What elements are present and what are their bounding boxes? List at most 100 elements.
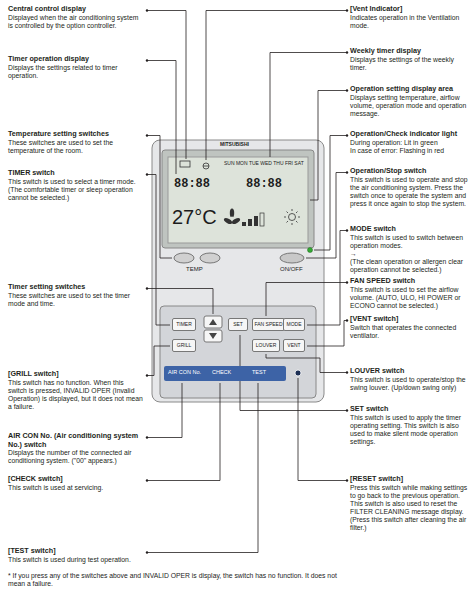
- button-label: FAN SPEED: [254, 322, 282, 327]
- callout-text: This switch has no function. When this s…: [8, 379, 144, 412]
- callout-heading: Central control display: [8, 5, 144, 14]
- leader-line: [147, 61, 176, 175]
- callout-heading: Timer operation display: [8, 55, 144, 64]
- callout-text: Indicates operation in the Ventilation m…: [350, 14, 470, 30]
- callout-text: These switches are used to set the timer…: [8, 292, 144, 308]
- callout: [TEST switch]This switch is used during …: [8, 547, 144, 564]
- callout: [Vent Indicator]Indicates operation in t…: [350, 5, 470, 30]
- callout: [VENT switch]Switch that operates the co…: [350, 315, 470, 340]
- callout-heading: [TEST switch]: [8, 547, 144, 556]
- timer-arrow-buttons: [204, 316, 222, 342]
- callout-heading: Operation/Stop switch: [350, 167, 470, 176]
- leader-dot: [346, 171, 348, 173]
- temp-up-button: [200, 253, 220, 263]
- leader-line: [147, 383, 182, 438]
- callout-text: (The clean operation or allergen clear o…: [350, 258, 470, 274]
- button-label: VENT: [287, 343, 300, 348]
- callout: [RESET switch]Press this switch while ma…: [350, 475, 470, 533]
- leader-dot: [346, 229, 348, 231]
- callout-heading: TIMER switch: [8, 169, 144, 178]
- timer-digits: 88:88: [246, 178, 282, 191]
- callout-text: This switch is used to select a timer mo…: [8, 178, 144, 202]
- button-panel: [160, 306, 316, 398]
- leader-dot: [346, 409, 348, 411]
- leader-dot: [346, 9, 348, 11]
- callout: MODE switchThis switch is used to switch…: [350, 225, 470, 274]
- callout-heading: FAN SPEED switch: [350, 277, 470, 286]
- callout-text: Switch that operates the connected venti…: [350, 324, 470, 340]
- reset-hole: [295, 370, 301, 376]
- callout: Temperature setting switchesThese switch…: [8, 130, 144, 155]
- callout-text: Displays the settings related to timer o…: [8, 64, 144, 80]
- footnote: * If you press any of the switches above…: [8, 572, 338, 588]
- leader-dot: [146, 9, 148, 11]
- callout-heading: [Vent Indicator]: [350, 5, 470, 14]
- callout: FAN SPEED switchThis switch is used to s…: [350, 277, 470, 310]
- central-control-icon: [180, 161, 190, 167]
- temp-down-button: [174, 253, 194, 263]
- callout-heading: Weekly timer display: [350, 47, 470, 56]
- leader-line: [240, 335, 347, 411]
- leader-dot: [346, 319, 348, 321]
- leader-dot: [146, 436, 148, 438]
- callout-heading: [VENT switch]: [350, 315, 470, 324]
- callout-text: These switches are used to set the tempe…: [8, 139, 144, 155]
- callout-text: During operation: Lit in green: [350, 139, 470, 147]
- callout-text: This switch is used during test operatio…: [8, 556, 144, 564]
- leader-line: [314, 136, 347, 251]
- leader-dot: [346, 134, 348, 136]
- callout-heading: LOUVER switch: [350, 367, 470, 376]
- button-label: LOUVER: [256, 343, 277, 348]
- weekday-row: SUN MON TUE WED THU FRI SAT: [224, 161, 304, 167]
- leader-dot: [146, 551, 148, 553]
- leader-dot: [146, 374, 148, 376]
- callout-text: This switch is used at servicing.: [8, 484, 144, 492]
- callout: Operation/Check indicator lightDuring op…: [350, 130, 470, 155]
- button-caption: ON/OFF: [280, 266, 303, 273]
- indicator-light: [308, 248, 313, 253]
- brand-logo: MITSUBISHI: [220, 142, 249, 148]
- callout-heading: Timer setting switches: [8, 283, 144, 292]
- callout-text: Displayed when the air conditioning syst…: [8, 14, 144, 30]
- leader-dot: [146, 134, 148, 136]
- leader-line: [147, 136, 172, 259]
- callout-text: This switch is used to apply the timer o…: [350, 414, 470, 447]
- switch-button: SET: [228, 318, 248, 331]
- button-label: MODE: [287, 322, 302, 327]
- timer-digits: 88:88: [174, 178, 210, 191]
- callout-heading: [RESET switch]: [350, 475, 470, 484]
- leader-dot: [346, 281, 348, 283]
- callout: Weekly timer displayDisplays the setting…: [350, 47, 470, 72]
- fan-icon: [223, 209, 241, 226]
- callout: SET switchThis switch is used to apply t…: [350, 405, 470, 446]
- screen-bezel: [162, 150, 314, 248]
- leader-line: [147, 11, 186, 160]
- leader-dot: [146, 173, 148, 175]
- button-label: SET: [233, 322, 243, 327]
- callout: [GRILL switch]This switch has no functio…: [8, 370, 144, 411]
- callout-text: Displays the number of the connected air…: [8, 449, 144, 465]
- callout-text: Press this switch while making settings …: [350, 484, 470, 533]
- callout-text: This switch is used to switch between op…: [350, 234, 470, 250]
- leader-dot: [346, 479, 348, 481]
- mode-sun-icon: [284, 209, 300, 225]
- callout: Timer operation displayDisplays the sett…: [8, 55, 144, 80]
- button-caption: TEMP: [186, 266, 203, 273]
- switch-button: TIMER: [172, 318, 196, 331]
- on-off-button: [280, 253, 304, 263]
- callout-text: →: [350, 250, 470, 258]
- temperature-readout: 27°C: [172, 206, 217, 228]
- leader-dot: [346, 371, 348, 373]
- function-band: AIR CON No.CHECKTEST: [164, 366, 286, 381]
- callout-text: Displays setting temperature, airflow vo…: [350, 94, 470, 118]
- callout: AIR CON No. (Air conditioning system No.…: [8, 432, 144, 466]
- vent-icon: [203, 163, 209, 169]
- callout-text: This switch is used to operate and stop …: [350, 176, 470, 209]
- leader-line: [147, 289, 213, 315]
- switch-button: VENT: [283, 339, 305, 352]
- callout: Timer setting switchesThese switches are…: [8, 283, 144, 308]
- leader-line: [147, 383, 258, 553]
- callout-heading: Temperature setting switches: [8, 130, 144, 139]
- leader-dot: [346, 89, 348, 91]
